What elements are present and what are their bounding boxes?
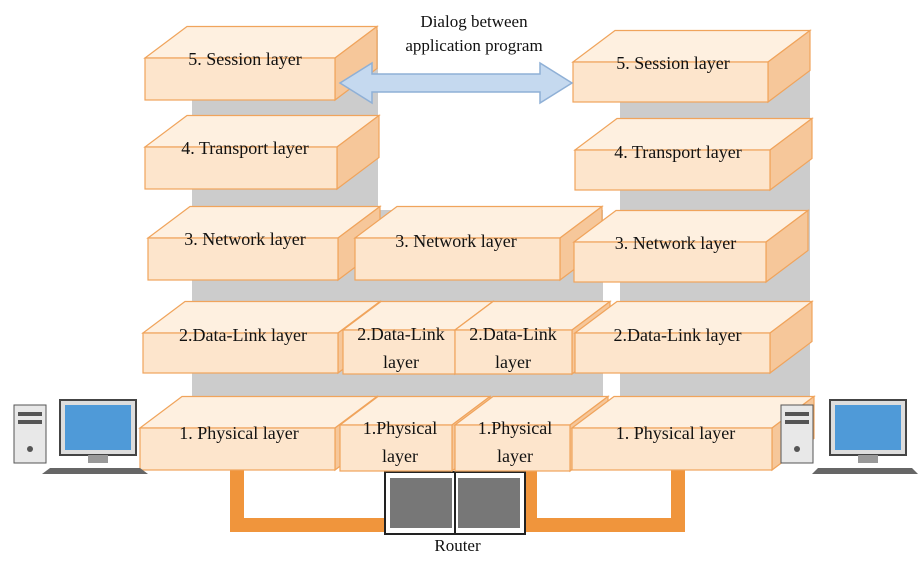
router-datalink-left-line1: 2.Data-Link <box>357 324 445 344</box>
right-transport-layer: 4. Transport layer <box>614 142 742 162</box>
router-physical-left: 1.Physical layer <box>345 414 455 470</box>
left-datalink-layer: 2.Data-Link layer <box>179 325 307 345</box>
router-datalink-right-line1: 2.Data-Link <box>469 324 557 344</box>
left-cable <box>230 470 385 532</box>
left-transport-box <box>143 114 381 191</box>
dialog-caption-line2: application program <box>405 36 543 55</box>
right-datalink-box <box>573 300 814 375</box>
router-physical-right-line1: 1.Physical <box>477 418 553 438</box>
router-physical-left-line1: 1.Physical <box>362 418 438 438</box>
router-datalink-left: 2.Data-Link layer <box>346 320 456 376</box>
router-physical-left-line2: layer <box>382 446 418 466</box>
router-network-box <box>353 205 604 282</box>
left-physical-layer: 1. Physical layer <box>179 423 299 443</box>
left-computer-icon <box>13 399 148 474</box>
router-datalink-right-line2: layer <box>495 352 531 372</box>
right-session-box <box>571 29 812 104</box>
right-computer-icon <box>780 399 918 474</box>
router-datalink-left-line2: layer <box>383 352 419 372</box>
router-physical-right: 1.Physical layer <box>460 414 570 470</box>
left-network-box <box>146 205 382 282</box>
router-datalink-right: 2.Data-Link layer <box>458 320 568 376</box>
left-network-layer: 3. Network layer <box>184 229 306 249</box>
left-session-layer: 5. Session layer <box>188 49 302 69</box>
right-datalink-layer: 2.Data-Link layer <box>613 325 742 345</box>
right-session-layer: 5. Session layer <box>616 53 730 73</box>
router-physical-right-line2: layer <box>497 446 533 466</box>
right-transport-box <box>573 117 814 192</box>
router-label: Router <box>434 536 481 555</box>
right-physical-layer: 1. Physical layer <box>615 423 736 443</box>
dialog-caption: Dialog between application program <box>384 10 564 58</box>
right-network-box <box>572 209 810 284</box>
router-network-layer: 3. Network layer <box>395 231 517 251</box>
right-cable <box>523 470 685 532</box>
router-icon <box>384 471 526 535</box>
left-session-box <box>143 25 379 102</box>
left-transport-layer: 4. Transport layer <box>181 138 309 158</box>
dialog-arrow-icon <box>338 61 574 105</box>
router-datalink-right-box <box>453 300 612 376</box>
right-network-layer: 3. Network layer <box>614 233 737 253</box>
dialog-caption-line1: Dialog between <box>420 12 528 31</box>
